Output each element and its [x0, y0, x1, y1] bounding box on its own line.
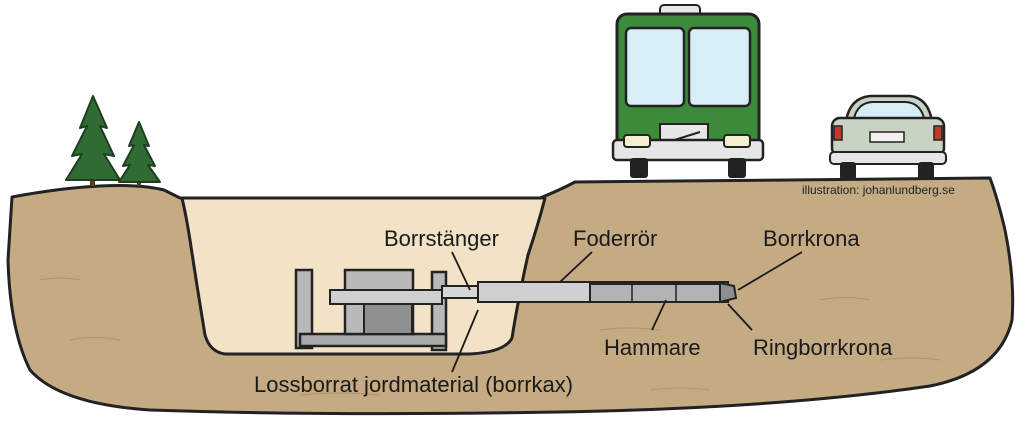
leader-foderror: [559, 251, 593, 283]
drill-rig-icon: [294, 268, 738, 352]
leader-hammare: [651, 299, 667, 331]
pine-tree-icon: [65, 95, 121, 186]
soil-texture: [39, 277, 941, 396]
bus-icon: [611, 4, 765, 178]
leader-lossborrat: [451, 309, 479, 373]
leader-borrstanger: [451, 251, 471, 291]
label-ringborrkrona: Ringborrkrona: [753, 335, 893, 360]
leader-ringborrkrona: [727, 303, 753, 331]
illustration-credit: illustration: johanlundberg.se: [802, 183, 955, 197]
car-icon: [829, 94, 947, 180]
label-borrstanger: Borrstänger: [384, 226, 499, 251]
pine-tree-icon: [118, 121, 161, 186]
leader-lines: [451, 251, 803, 373]
label-borrkrona: Borrkrona: [763, 226, 860, 251]
label-foderror: Foderrör: [573, 226, 658, 251]
label-hammare: Hammare: [604, 335, 701, 360]
label-lossborrat: Lossborrat jordmaterial (borrkax): [254, 372, 574, 397]
leader-borrkrona: [737, 251, 803, 291]
